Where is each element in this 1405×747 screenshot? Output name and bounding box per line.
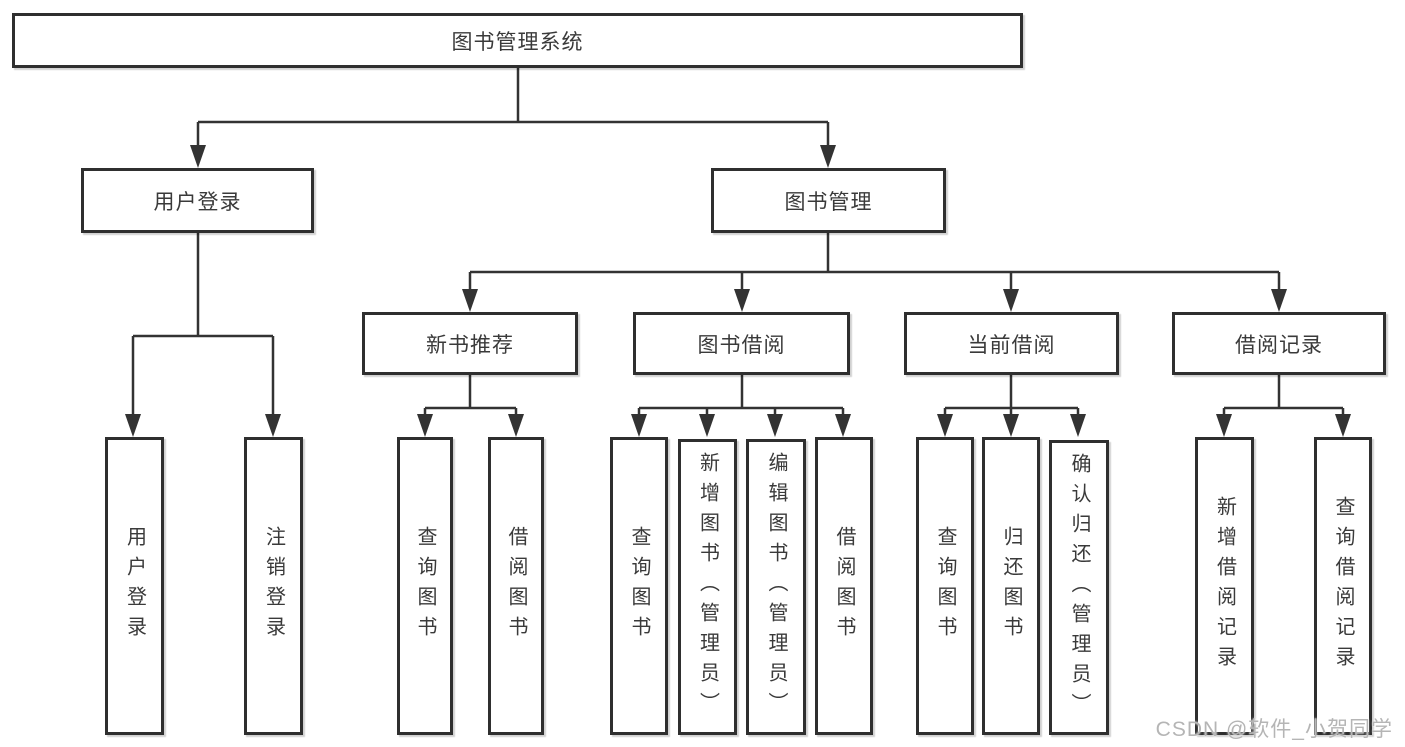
node-leaf-logout: 注销登录 [244,437,303,735]
node-label: 当前借阅 [967,333,1056,357]
node-label: 新增图书（管理员） [696,452,719,722]
node-label: 借阅记录 [1235,333,1323,357]
node-user-login: 用户登录 [81,168,314,233]
watermark: CSDN @软件_小贺同学 [1155,718,1393,741]
node-leaf-query-borrowing-record: 查询借阅记录 [1314,437,1372,735]
node-label: 查询图书 [934,526,956,646]
node-leaf-edit-books-admin: 编辑图书（管理员） [746,439,806,735]
node-leaf-query-books-1: 查询图书 [397,437,453,735]
node-label: 用户登录 [123,526,146,646]
node-leaf-query-books-2: 查询图书 [610,437,668,735]
node-label: 查询借阅记录 [1332,496,1354,676]
node-label: 归还图书 [1000,526,1022,646]
node-label: 借阅图书 [833,526,855,646]
node-leaf-confirm-return-admin: 确认归还（管理员） [1049,440,1109,735]
node-label: 查询图书 [628,526,650,646]
node-borrowing-records: 借阅记录 [1172,312,1386,375]
node-label: 新增借阅记录 [1213,496,1236,676]
node-leaf-borrow-books-1: 借阅图书 [488,437,544,735]
node-label: 图书管理 [784,190,873,214]
node-label: 编辑图书（管理员） [765,452,787,722]
node-label: 图书管理系统 [451,30,584,54]
node-label: 确认归还（管理员） [1068,452,1090,723]
node-label: 图书借阅 [697,333,786,357]
node-leaf-add-borrowing-record: 新增借阅记录 [1195,437,1254,735]
node-label: 新书推荐 [426,333,514,357]
node-leaf-add-books-admin: 新增图书（管理员） [678,439,737,735]
node-label: 注销登录 [262,526,285,646]
node-leaf-user-login: 用户登录 [105,437,164,735]
node-new-book-recommendation: 新书推荐 [362,312,578,375]
node-library-management-system: 图书管理系统 [12,13,1023,68]
node-current-borrowing: 当前借阅 [904,312,1119,375]
node-label: 用户登录 [153,190,242,214]
node-book-borrowing: 图书借阅 [633,312,850,375]
node-label: 查询图书 [414,526,436,646]
node-label: 借阅图书 [505,526,527,646]
node-leaf-borrow-books-2: 借阅图书 [815,437,873,735]
node-book-management: 图书管理 [711,168,946,233]
node-leaf-query-books-3: 查询图书 [916,437,974,735]
node-leaf-return-books: 归还图书 [982,437,1040,735]
